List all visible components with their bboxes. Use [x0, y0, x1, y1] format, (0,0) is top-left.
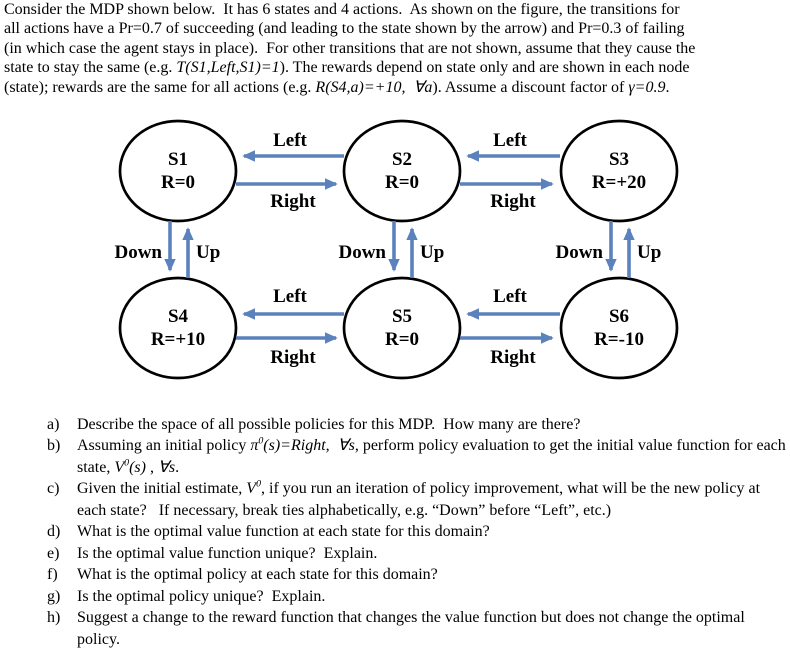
state-node-s1: S1 R=0 — [120, 148, 236, 194]
state-reward: R=0 — [384, 329, 420, 350]
edge-label-up: Up — [637, 242, 662, 263]
edge-label-right: Right — [490, 347, 536, 368]
intro-line: (in which case the agent stays in place)… — [4, 39, 696, 57]
state-reward: R=0 — [160, 172, 196, 193]
state-id: S2 — [391, 149, 413, 170]
state-circle-s3 — [559, 119, 679, 223]
edge-label-left: Left — [273, 130, 307, 151]
state-node-s2: S2 R=0 — [344, 148, 460, 194]
question-item: b) Assuming an initial policy π0(s)=Righ… — [47, 435, 787, 478]
question-text: What is the optimal value function at ea… — [77, 523, 490, 541]
edge-label-left: Left — [493, 130, 527, 151]
state-id: S5 — [391, 306, 413, 327]
edge-label-right: Right — [270, 347, 316, 368]
question-text: Is the optimal value function unique? Ex… — [77, 544, 378, 562]
question-text: Given the initial estimate, V0, if you r… — [77, 479, 765, 519]
figure-shapes — [118, 119, 679, 380]
state-circle-s4 — [118, 276, 238, 380]
edge-label-left: Left — [273, 286, 307, 307]
state-node-s6: S6 R=-10 — [561, 305, 677, 351]
state-circle-s2 — [342, 119, 462, 223]
intro-line: state to stay the same (e.g. T(S1,Left,S… — [4, 59, 690, 77]
state-circle-s5 — [342, 276, 462, 380]
state-node-s5: S5 R=0 — [344, 305, 460, 351]
edge-label-right: Right — [490, 191, 536, 212]
state-node-s3: S3 R=+20 — [561, 148, 677, 194]
question-item: f) What is the optimal policy at each st… — [47, 564, 787, 585]
question-letter: c) — [47, 480, 60, 498]
state-id: S6 — [608, 306, 630, 327]
question-list: a) Describe the space of all possible po… — [47, 414, 787, 650]
question-letter: h) — [47, 609, 61, 627]
edge-label-up: Up — [196, 242, 221, 263]
question-item: e) Is the optimal value function unique?… — [47, 543, 787, 564]
question-letter: d) — [47, 523, 61, 541]
state-reward: R=-10 — [594, 329, 644, 350]
question-item: h) Suggest a change to the reward functi… — [47, 607, 787, 650]
edge-label-down: Down — [555, 242, 603, 263]
intro-line: Consider the MDP shown below. It has 6 s… — [4, 1, 680, 18]
question-letter: e) — [47, 544, 60, 562]
question-text: What is the optimal policy at each state… — [77, 566, 438, 584]
intro-line: all actions have a Pr=0.7 of succeeding … — [4, 20, 685, 38]
state-node-s4: S4 R=+10 — [120, 305, 236, 351]
question-letter: f) — [47, 566, 58, 584]
intro-paragraph: Consider the MDP shown below. It has 6 s… — [4, 0, 790, 97]
state-id: S3 — [608, 149, 630, 170]
question-item: g) Is the optimal policy unique? Explain… — [47, 586, 787, 607]
mdp-figure: S1 R=0 S2 R=0 S3 R=+20 S4 R=+10 S5 R=0 S… — [0, 108, 790, 402]
question-text: Suggest a change to the reward function … — [77, 609, 749, 648]
question-letter: b) — [47, 437, 61, 455]
question-item: a) Describe the space of all possible po… — [47, 414, 787, 435]
state-reward: R=+10 — [150, 329, 206, 350]
state-reward: R=0 — [384, 172, 420, 193]
state-id: S4 — [167, 306, 189, 327]
question-text: Describe the space of all possible polic… — [77, 416, 581, 433]
edge-label-up: Up — [420, 242, 445, 263]
question-text: Is the optimal policy unique? Explain. — [77, 587, 326, 605]
edge-label-down: Down — [114, 242, 162, 263]
question-text: Assuming an initial policy π0(s)=Right, … — [77, 436, 790, 476]
edge-label-down: Down — [338, 242, 386, 263]
question-letter: a) — [47, 416, 60, 433]
state-circle-s1 — [118, 119, 238, 223]
state-reward: R=+20 — [591, 172, 647, 193]
question-item: d) What is the optimal value function at… — [47, 521, 787, 542]
question-letter: g) — [47, 587, 61, 605]
state-id: S1 — [167, 149, 189, 170]
edge-label-right: Right — [270, 191, 316, 212]
state-circle-s6 — [559, 276, 679, 380]
edge-label-left: Left — [493, 286, 527, 307]
intro-line: (state); rewards are the same for all ac… — [4, 78, 670, 96]
question-item: c) Given the initial estimate, V0, if yo… — [47, 478, 787, 521]
